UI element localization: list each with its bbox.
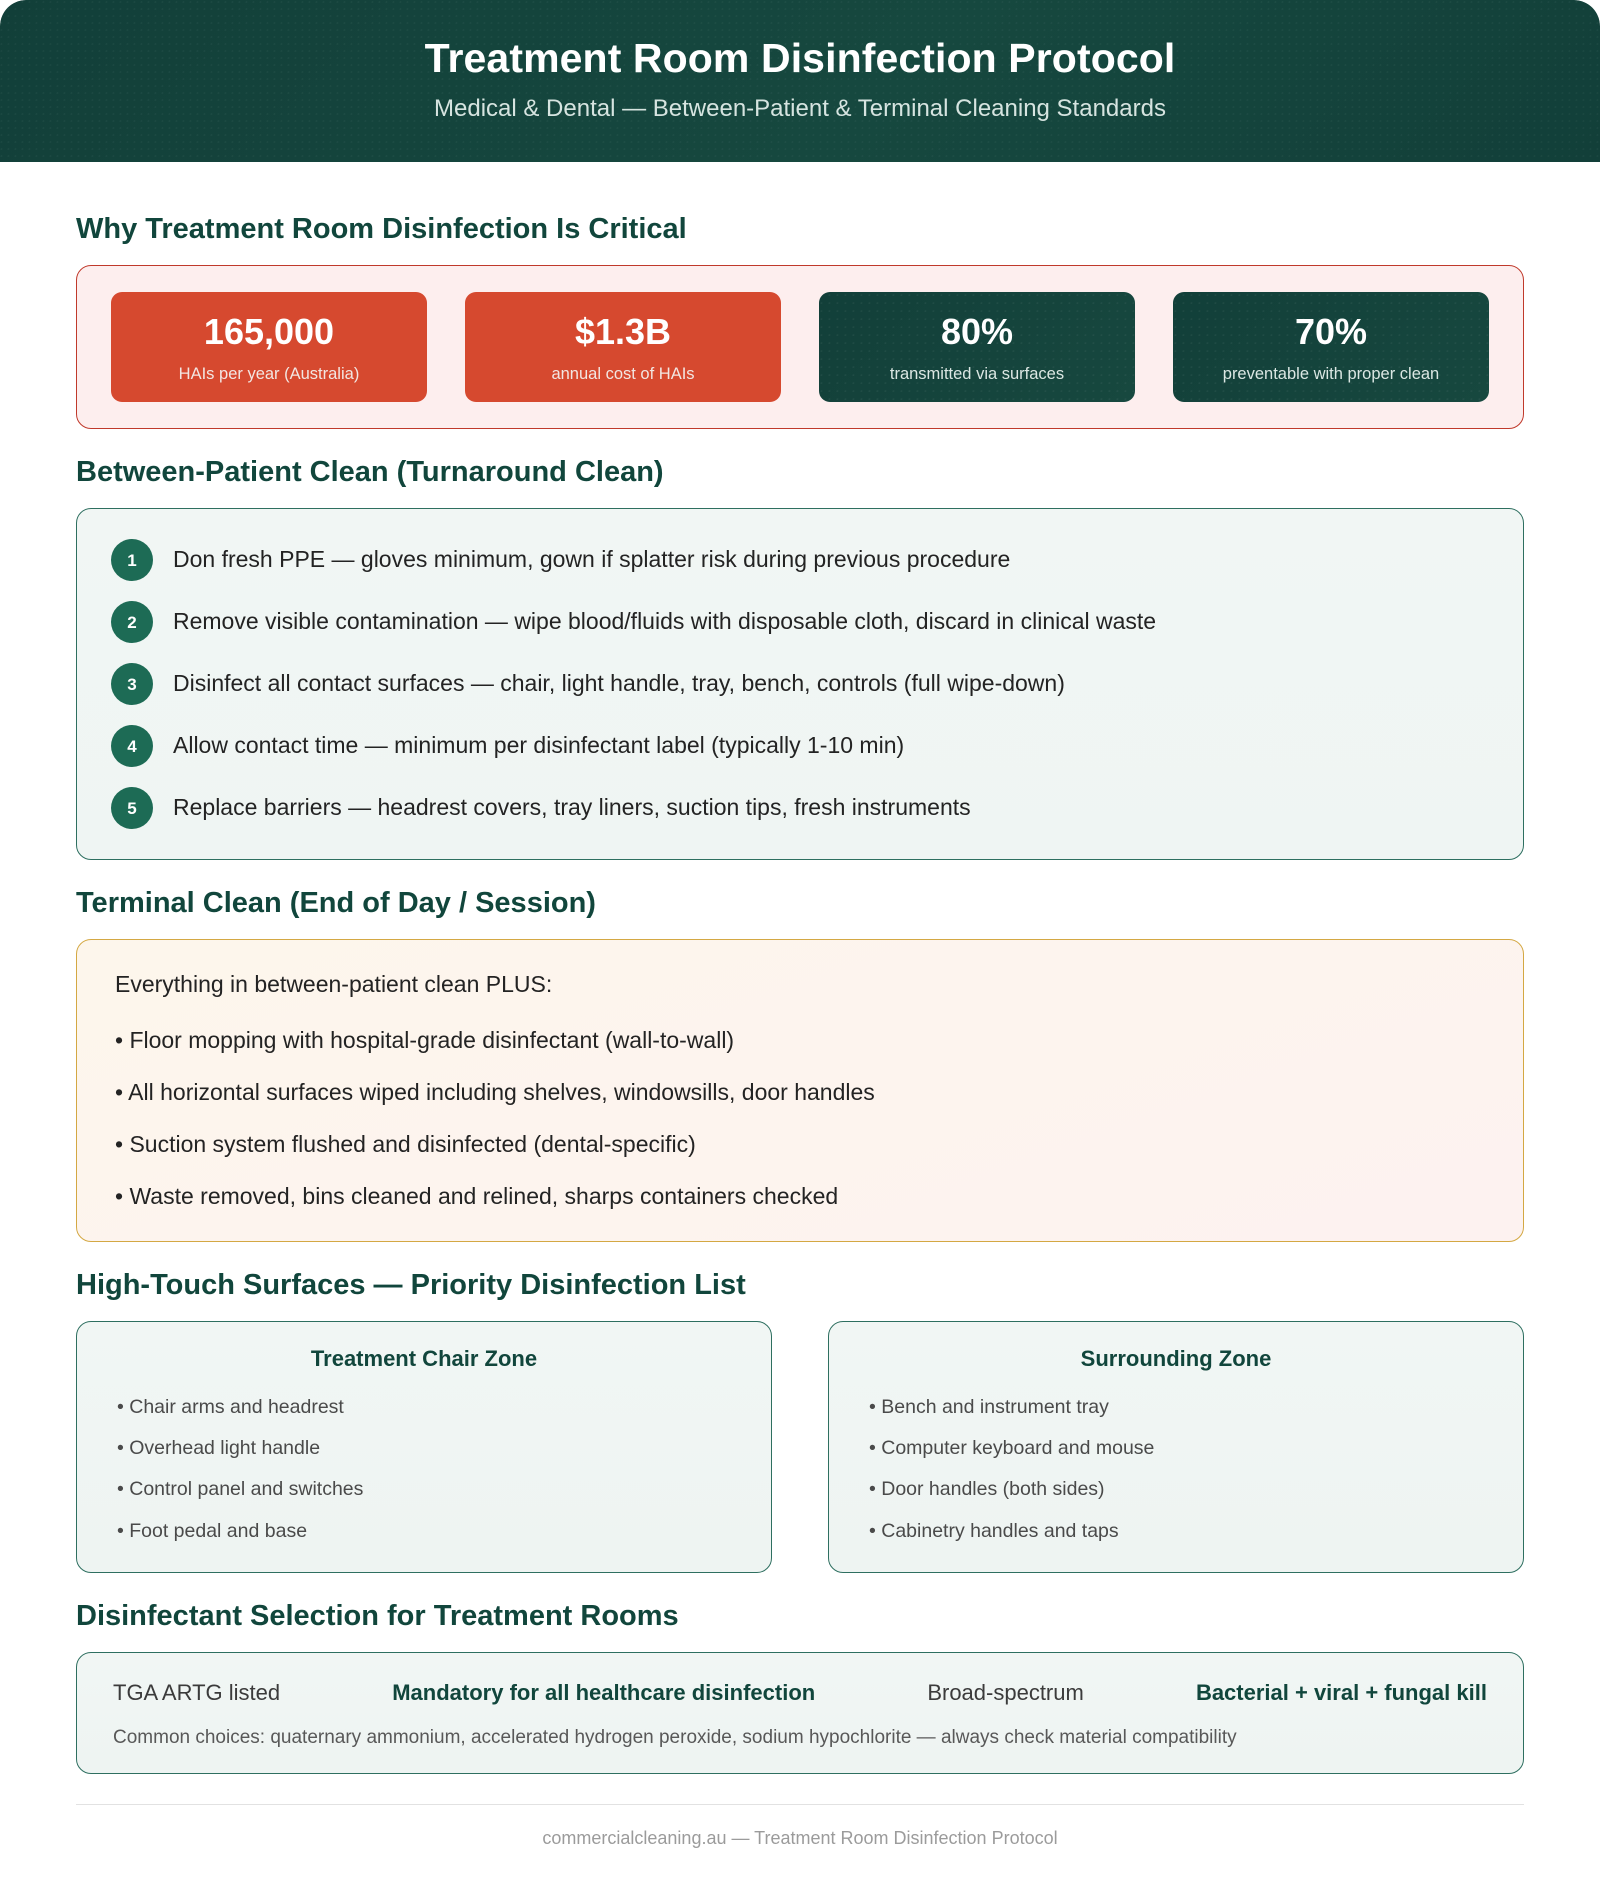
page-title: Treatment Room Disinfection Protocol [424,35,1176,81]
stat-label: transmitted via surfaces [889,364,1065,383]
stat-value: 70% [1294,311,1368,353]
step-text: Allow contact time — minimum per disinfe… [173,732,905,759]
step-text: Remove visible contamination — wipe bloo… [173,608,1157,635]
footer-divider [76,1803,1524,1805]
terminal-clean-item: • Waste removed, bins cleaned and reline… [115,1182,839,1209]
zone-list-item: • Foot pedal and base [117,1519,308,1542]
between-patient-steps-card: 1 Don fresh PPE — gloves minimum, gown i… [76,508,1524,861]
stat-label: HAIs per year (Australia) [178,364,360,383]
zone-list-item: • Control panel and switches [117,1478,364,1501]
zone-list-item: • Computer keyboard and mouse [869,1436,1155,1459]
zone-list-item: • Door handles (both sides) [869,1478,1105,1501]
terminal-clean-item: • Floor mopping with hospital-grade disi… [115,1026,735,1053]
section-title-between-patient: Between-Patient Clean (Turnaround Clean) [76,456,664,489]
section-title-high-touch: High-Touch Surfaces — Priority Disinfect… [76,1269,746,1302]
step-item: 1 Don fresh PPE — gloves minimum, gown i… [111,539,1489,582]
stat-label: annual cost of HAIs [551,364,695,383]
disinfectant-note: Common choices: quaternary ammonium, acc… [113,1727,1237,1749]
step-number-badge: 1 [111,539,153,582]
step-item: 2 Remove visible contamination — wipe bl… [111,601,1489,644]
high-touch-zones: Treatment Chair Zone • Chair arms and he… [76,1321,1524,1573]
step-item: 3 Disinfect all contact surfaces — chair… [111,663,1489,706]
section-title-terminal-clean: Terminal Clean (End of Day / Session) [76,887,596,920]
zone-list-item: • Bench and instrument tray [869,1395,1109,1418]
stat-value: 165,000 [203,311,335,353]
zone-list-item: • Overhead light handle [117,1436,321,1459]
page-body: Why Treatment Room Disinfection Is Criti… [0,162,1600,1774]
zone-title: Treatment Chair Zone [310,1346,538,1372]
step-number-badge: 4 [111,725,153,768]
zone-list-item: • Chair arms and headrest [117,1395,344,1418]
step-text: Replace barriers — headrest covers, tray… [173,794,971,821]
zone-title: Surrounding Zone [1080,1346,1272,1372]
stat-value: $1.3B [574,311,672,353]
terminal-clean-card: Everything in between-patient clean PLUS… [76,938,1524,1243]
stat-card: 165,000 HAIs per year (Australia) [111,292,427,403]
disinfectant-chip: Broad-spectrum [927,1679,1084,1705]
section-title-disinfectant: Disinfectant Selection for Treatment Roo… [76,1600,679,1632]
stat-card: 70% preventable with proper clean [1173,292,1489,402]
step-item: 5 Replace barriers — headrest covers, tr… [111,787,1489,830]
step-item: 4 Allow contact time — minimum per disin… [111,725,1489,768]
stat-card: $1.3B annual cost of HAIs [465,292,781,403]
disinfectant-chip: TGA ARTG listed [113,1679,281,1705]
terminal-clean-item: • All horizontal surfaces wiped includin… [115,1078,875,1105]
step-number-badge: 2 [111,601,153,644]
terminal-clean-intro: Everything in between-patient clean PLUS… [115,970,553,997]
zone-card-surrounding: Surrounding Zone • Bench and instrument … [828,1321,1524,1573]
section-title-why: Why Treatment Room Disinfection Is Criti… [76,213,687,246]
page-subtitle: Medical & Dental — Between-Patient & Ter… [434,95,1166,123]
stat-value: 80% [940,311,1014,353]
page-header: Treatment Room Disinfection Protocol Med… [0,0,1600,162]
stat-card: 80% transmitted via surfaces [819,292,1135,402]
terminal-clean-item: • Suction system flushed and disinfected… [115,1130,696,1157]
disinfectant-card: TGA ARTG listed Mandatory for all health… [76,1651,1524,1774]
step-text: Disinfect all contact surfaces — chair, … [173,670,1065,697]
stats-band: 165,000 HAIs per year (Australia) $1.3B … [76,265,1524,430]
disinfectant-chip: Mandatory for all healthcare disinfectio… [392,1679,816,1705]
page-footer: commercialcleaning.au — Treatment Room D… [0,1803,1600,1850]
stat-label: preventable with proper clean [1222,364,1440,383]
zone-list-item: • Cabinetry handles and taps [869,1519,1119,1542]
disinfectant-chip-row: TGA ARTG listed Mandatory for all health… [113,1679,1487,1707]
footer-text: commercialcleaning.au — Treatment Room D… [542,1827,1058,1848]
disinfectant-chip: Bacterial + viral + fungal kill [1195,1679,1487,1705]
zone-card-treatment-chair: Treatment Chair Zone • Chair arms and he… [76,1321,772,1573]
step-number-badge: 3 [111,663,153,706]
step-number-badge: 5 [111,787,153,830]
step-text: Don fresh PPE — gloves minimum, gown if … [173,546,1011,573]
